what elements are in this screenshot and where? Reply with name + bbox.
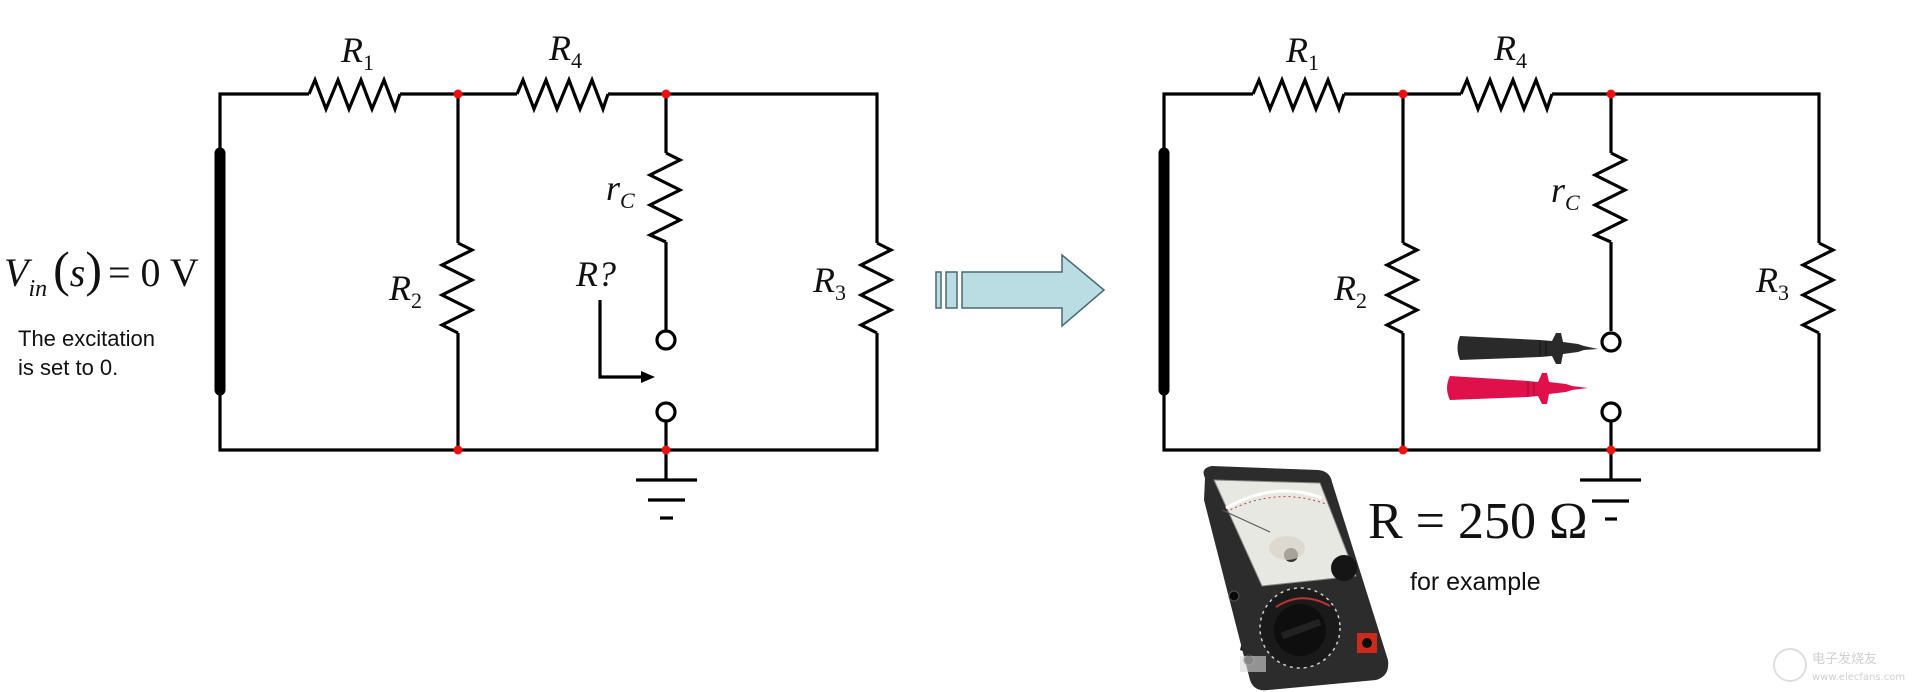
junction-node [661, 445, 671, 455]
black-test-probe [1457, 333, 1598, 364]
terminal-bottom [655, 401, 677, 423]
label-unknown-resistance: R? [575, 254, 616, 294]
resistor-r4 [515, 75, 610, 114]
wire-r4-right-rail [1552, 92, 1821, 243]
wire-r4-right-rail [608, 92, 879, 243]
watermark-logo: 电子发烧友 www.elecfans.com [1773, 648, 1905, 683]
source-equation: Vin(s)= 0 V [4, 241, 199, 302]
label-r1: R1 [1285, 30, 1319, 75]
label-r4: R4 [1493, 28, 1527, 73]
resistor-r3 [857, 241, 895, 335]
junction-node [1398, 445, 1408, 455]
label-r1: R1 [340, 30, 374, 75]
watermark-text-cn: 电子发烧友 [1812, 651, 1877, 667]
resistor-r2 [438, 241, 476, 335]
terminal-top [1600, 331, 1622, 353]
label-r3: R3 [812, 260, 846, 305]
measured-resistance: R = 250 Ω [1368, 493, 1588, 550]
measurement-note: for example [1410, 568, 1541, 596]
excitation-note-line1: The excitation [18, 326, 155, 351]
watermark-text-url: www.elecfans.com [1812, 672, 1905, 683]
left-rail-top-wire [218, 92, 309, 150]
junction-node [1398, 89, 1408, 99]
label-r4: R4 [548, 28, 582, 73]
left-rail-bottom-wire [218, 333, 879, 452]
ground-symbol [1580, 478, 1641, 521]
analog-multimeter-image [1203, 466, 1389, 691]
resistor-r4 [1459, 75, 1554, 114]
junction-node [661, 89, 671, 99]
transition-arrow-icon [935, 253, 1106, 328]
ground-symbol [636, 478, 697, 520]
resistor-r3 [1799, 241, 1837, 335]
resistor-rc [646, 151, 684, 244]
label-rc: rC [1551, 170, 1580, 215]
red-test-probe [1447, 373, 1588, 404]
junction-node [1606, 89, 1616, 99]
terminal-top [655, 329, 677, 351]
measurement-arrow-icon [598, 300, 655, 383]
junction-node [1606, 445, 1616, 455]
resistor-r1 [307, 75, 402, 114]
resistor-r2 [1383, 241, 1421, 335]
resistor-r1 [1251, 75, 1346, 114]
right-rail-top-wire [1162, 92, 1253, 150]
junction-node [453, 445, 463, 455]
excitation-note-line2: is set to 0. [18, 355, 118, 380]
label-rc: rC [606, 168, 635, 213]
right-rail-bottom-wire [1162, 333, 1821, 452]
right-circuit: R1 R4 R2 R3 rC [1158, 28, 1837, 521]
resistor-rc [1591, 151, 1629, 244]
label-r3: R3 [1755, 260, 1789, 305]
left-circuit: R1 R4 R2 R3 rC R? Vin(s)= 0 V The excita… [4, 28, 895, 520]
label-r2: R2 [1333, 268, 1367, 313]
terminal-bottom [1600, 401, 1622, 423]
label-r2: R2 [388, 268, 422, 313]
junction-node [453, 89, 463, 99]
